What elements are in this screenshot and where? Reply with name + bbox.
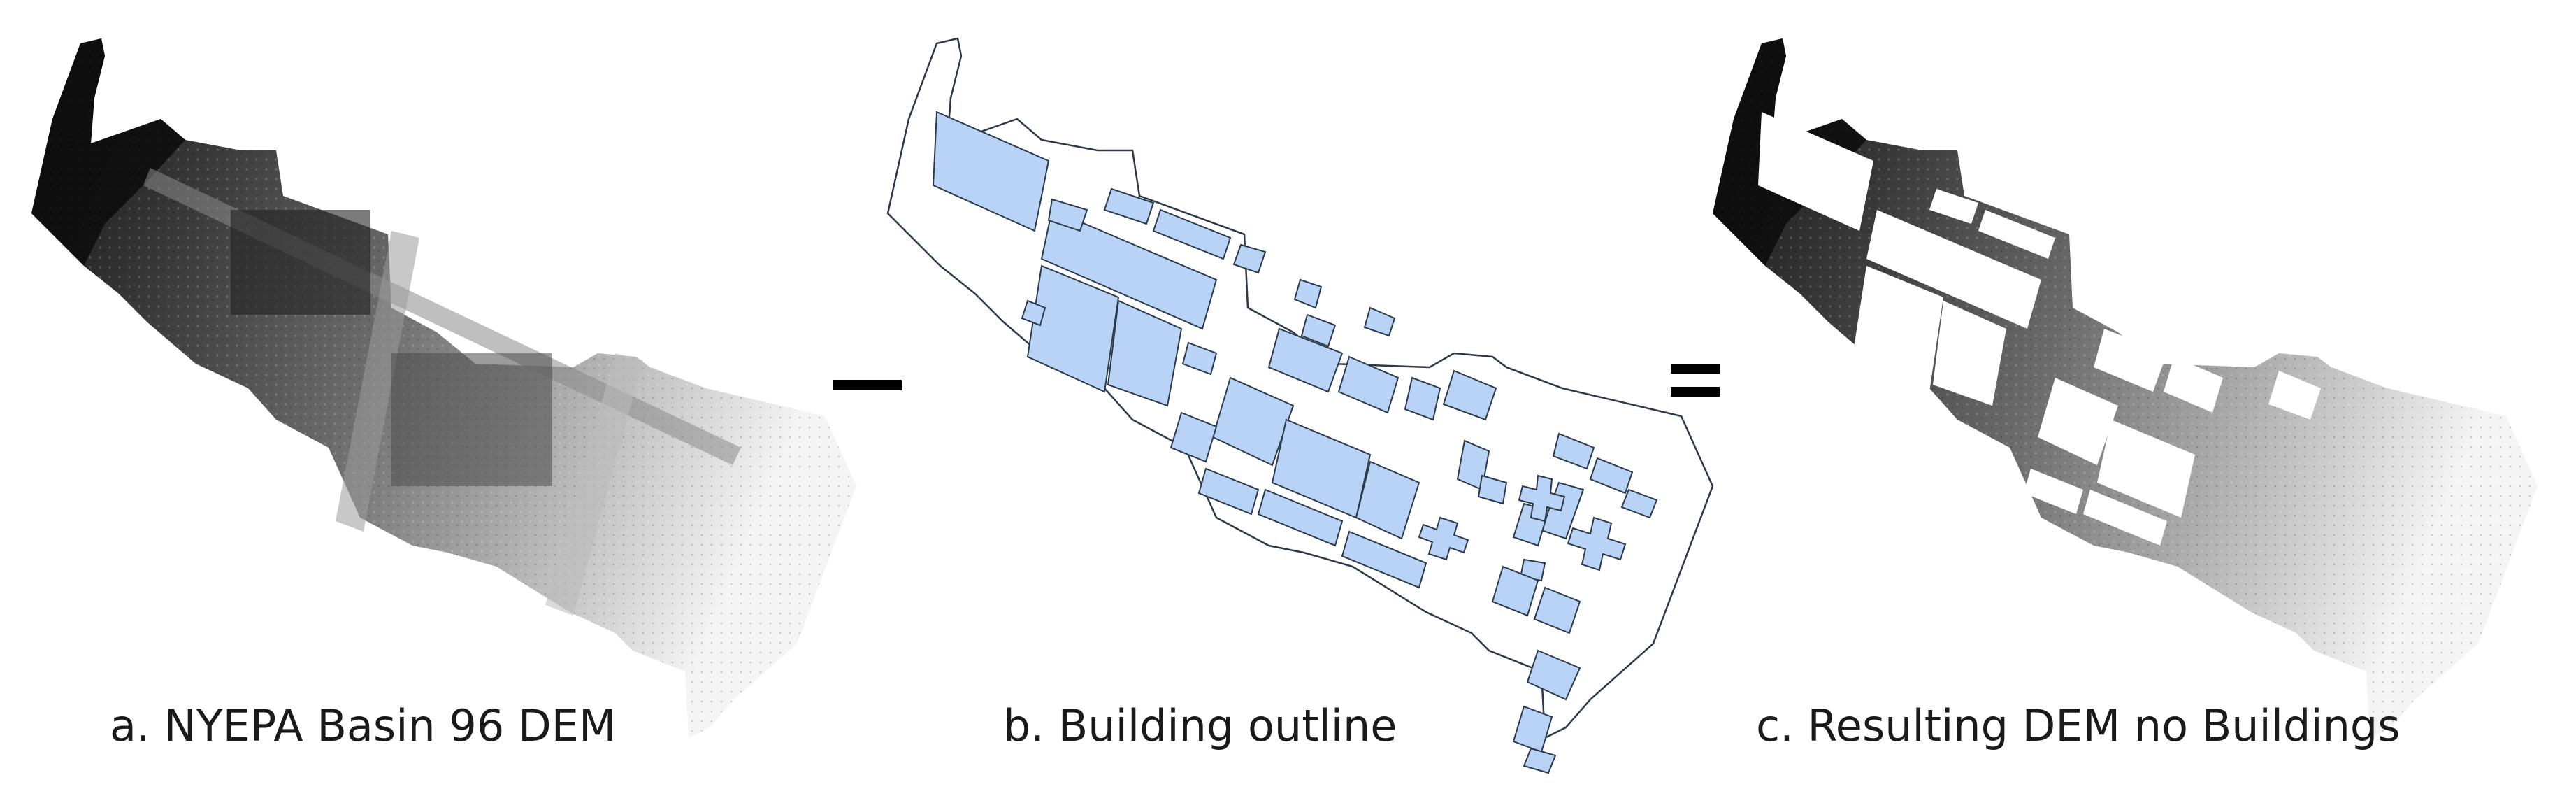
- panel-c-dem-no-buildings: [1713, 38, 2538, 738]
- caption-c: c. Resulting DEM no Buildings: [1756, 700, 2401, 751]
- panel-b-building-outline: [886, 37, 1714, 774]
- caption-a: a. NYEPA Basin 96 DEM: [110, 700, 616, 751]
- minus-operator: [833, 380, 902, 390]
- equals-operator: [1671, 364, 1720, 397]
- panel-a-dem: [31, 38, 856, 738]
- caption-b: b. Building outline: [1003, 700, 1397, 751]
